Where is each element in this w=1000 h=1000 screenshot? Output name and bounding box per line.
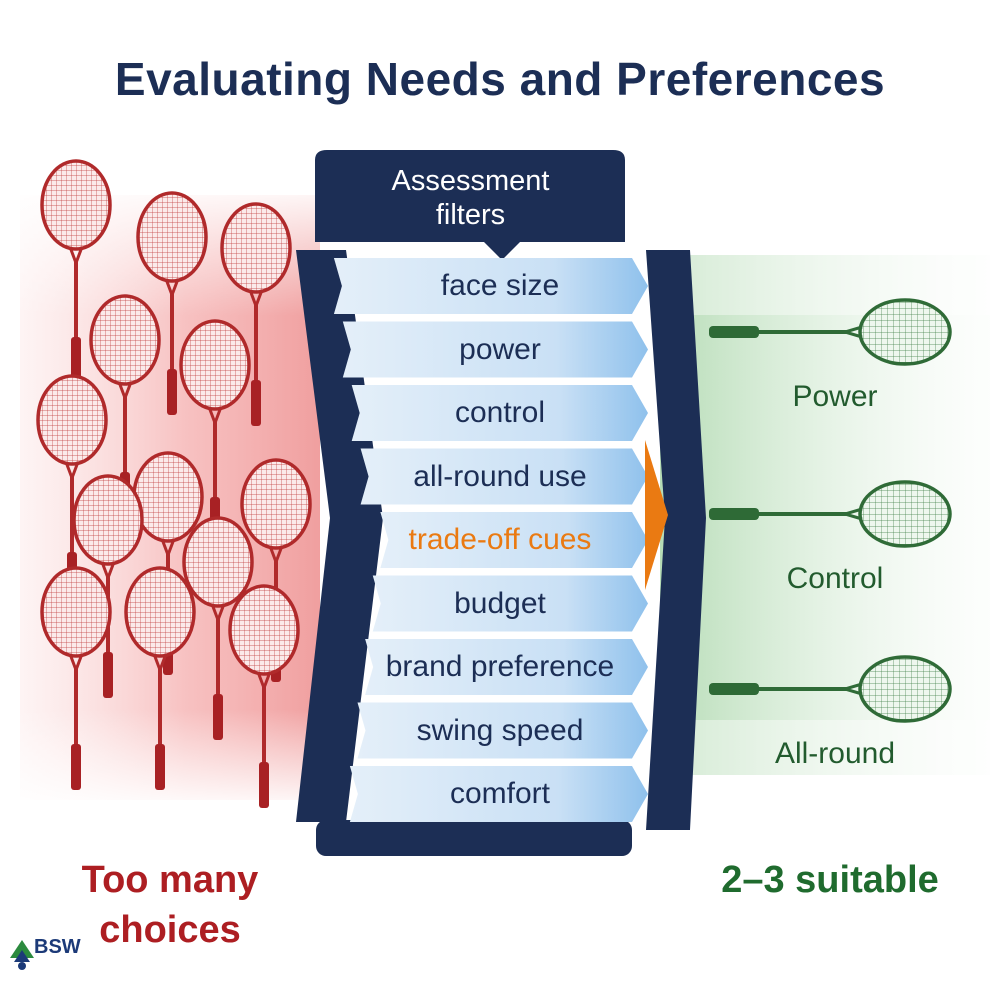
left-caption-line2: choices	[99, 909, 241, 951]
filter-item-label: face size	[440, 269, 560, 302]
filter-band	[360, 448, 648, 505]
too-many-choices-caption: Too many choices	[60, 855, 280, 955]
filter-band	[351, 385, 648, 441]
filter-band	[365, 639, 648, 695]
output-label-all-round: All-round	[774, 737, 896, 770]
page-title: Evaluating Needs and Preferences	[114, 53, 886, 105]
filter-item-label: comfort	[449, 777, 551, 810]
filter-band	[342, 321, 648, 378]
filters-header: Assessment filters	[318, 164, 623, 232]
filter-item-label: all-round use	[413, 459, 587, 493]
filter-band	[380, 512, 648, 568]
logo-icon	[10, 940, 34, 970]
filter-band	[349, 766, 648, 822]
trade-off-pointer	[645, 440, 668, 590]
left-caption-line1: Too many	[81, 859, 259, 901]
suitable-caption: 2–3 suitable	[721, 859, 939, 901]
logo-mark: BSW	[34, 936, 81, 958]
filter-item-label: brand preference	[385, 650, 615, 683]
filter-item-label: power	[459, 332, 541, 366]
output-label-control: Control	[786, 562, 884, 595]
filter-band	[372, 575, 648, 632]
output-label-power: Power	[792, 380, 878, 413]
filter-band	[333, 258, 648, 314]
filter-item-label: swing speed	[416, 713, 584, 747]
filter-bands	[333, 258, 648, 822]
filter-item-label: control	[454, 396, 546, 429]
filters-header-line2: filters	[435, 199, 506, 231]
filter-band	[357, 702, 648, 759]
filter-funnel	[296, 150, 706, 856]
filters-header-line1: Assessment	[391, 165, 550, 197]
filter-item-label: budget	[454, 586, 546, 620]
filter-item-label: trade-off cues	[408, 523, 592, 556]
